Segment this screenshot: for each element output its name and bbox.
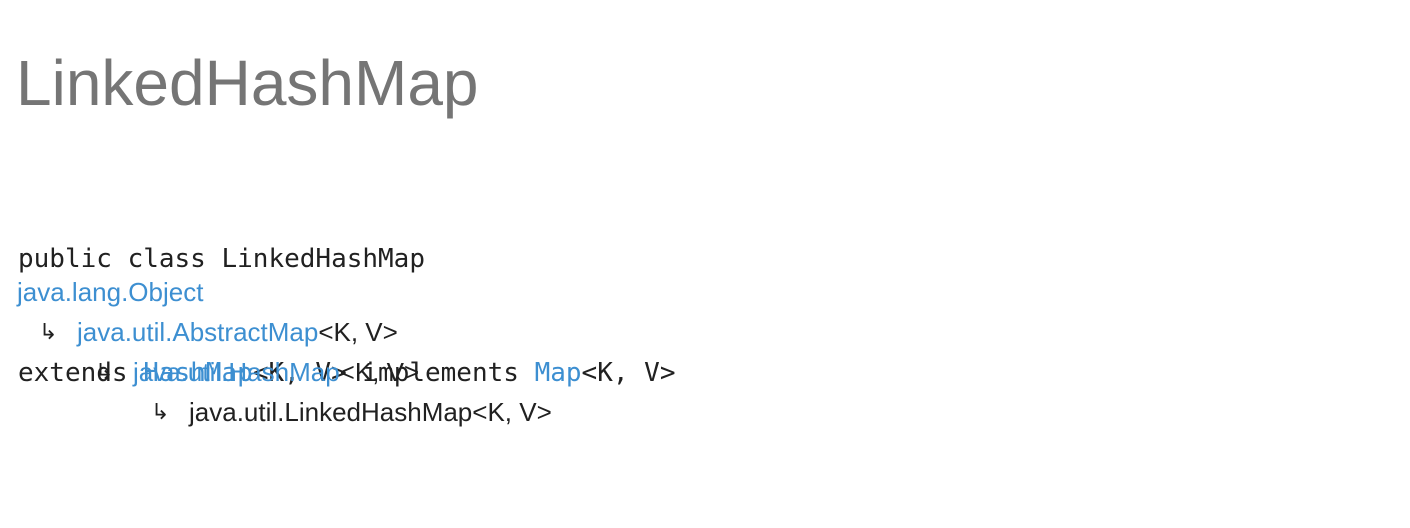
inheritance-hierarchy: java.lang.Object ↳ java.util.AbstractMap… xyxy=(17,272,552,432)
hierarchy-arrow-icon: ↳ xyxy=(151,399,170,424)
hashmap-class-link[interactable]: java.util.HashMap xyxy=(133,357,340,387)
hierarchy-row-hashmap: ↳ java.util.HashMap <K, V> xyxy=(17,352,552,392)
class-signature: public class LinkedHashMap extends HashM… xyxy=(18,164,675,468)
object-class-link[interactable]: java.lang.Object xyxy=(17,277,204,307)
hierarchy-row-linkedhashmap: ↳ java.util.LinkedHashMap<K, V> xyxy=(17,392,552,432)
implements-generic-text: <K, V> xyxy=(581,358,676,388)
hierarchy-arrow-icon: ↳ xyxy=(95,359,114,384)
signature-inheritance: extends HashMap<K, V> implements Map<K, … xyxy=(18,354,675,392)
signature-declaration: public class LinkedHashMap xyxy=(18,244,425,274)
map-link[interactable]: Map xyxy=(534,358,582,388)
class-doc-page: LinkedHashMap public class LinkedHashMap… xyxy=(16,0,1410,528)
page-title: LinkedHashMap xyxy=(16,47,479,119)
hierarchy-arrow-icon: ↳ xyxy=(39,319,58,344)
abstractmap-generic: <K, V> xyxy=(318,317,398,347)
extends-generic-text: <K, V> implements xyxy=(252,358,535,388)
hashmap-link[interactable]: HashMap xyxy=(143,358,253,388)
hierarchy-row-object: java.lang.Object xyxy=(17,272,552,312)
hashmap-generic: <K, V> xyxy=(339,357,420,387)
abstractmap-class-link[interactable]: java.util.AbstractMap xyxy=(77,317,319,347)
extends-keyword: extends xyxy=(18,358,144,388)
current-class-name: java.util.LinkedHashMap<K, V> xyxy=(189,397,552,427)
hierarchy-row-abstractmap: ↳ java.util.AbstractMap <K, V> xyxy=(17,312,552,352)
